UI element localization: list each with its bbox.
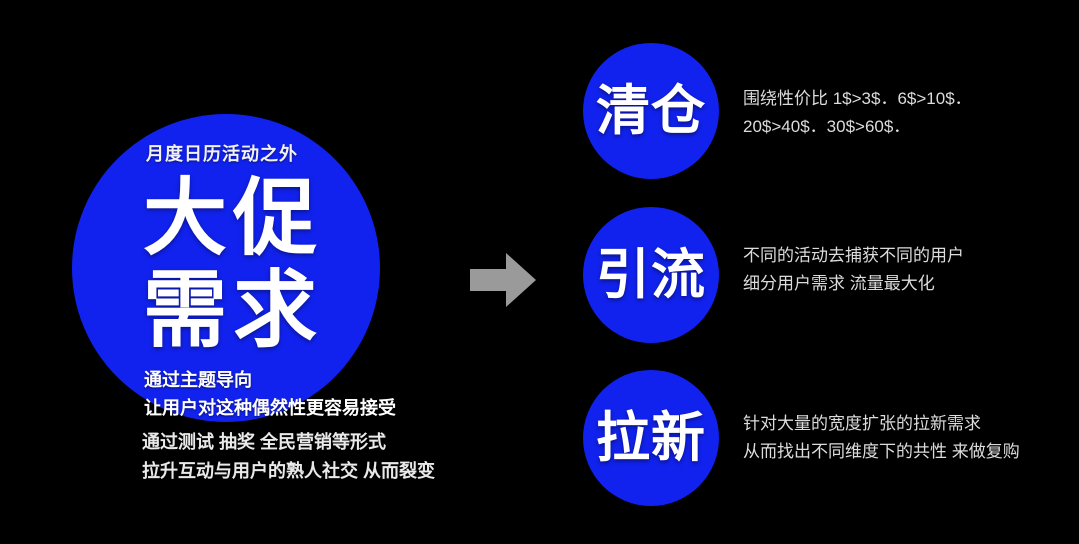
hero-footnote: 通过测试 抽奖 全民营销等形式 拉升互动与用户的熟人社交 从而裂变 xyxy=(142,428,435,486)
strategy-item-description-line-2: 从而找出不同维度下的共性 来做复购 xyxy=(743,442,1020,461)
strategy-item-label: 清仓 xyxy=(596,81,706,141)
strategy-item-circle: 清仓 xyxy=(583,43,719,179)
strategy-item-label: 拉新 xyxy=(596,408,706,468)
strategy-item-description-line-1: 围绕性价比 1$>3$．6$>10$． xyxy=(743,89,972,108)
strategy-item-description-line-2: 20$>40$．30$>60$． xyxy=(743,117,911,136)
hero-footnote-line-1: 通过测试 抽奖 全民营销等形式 xyxy=(142,432,387,452)
strategy-item-circle: 引流 xyxy=(583,207,719,343)
hero-footnote-line-2: 拉升互动与用户的熟人社交 从而裂变 xyxy=(142,461,435,481)
strategy-item-description-line-1: 不同的活动去捕获不同的用户 xyxy=(743,246,964,265)
strategy-item-description: 针对大量的宽度扩张的拉新需求 从而找出不同维度下的共性 来做复购 xyxy=(743,410,1020,466)
strategy-item-description: 围绕性价比 1$>3$．6$>10$． 20$>40$．30$>60$． xyxy=(743,85,972,141)
hero-circle xyxy=(72,114,380,422)
strategy-item-description: 不同的活动去捕获不同的用户 细分用户需求 流量最大化 xyxy=(743,242,964,298)
strategy-item-description-line-1: 针对大量的宽度扩张的拉新需求 xyxy=(743,414,981,433)
strategy-item-description-line-2: 细分用户需求 流量最大化 xyxy=(743,274,935,293)
strategy-item-label: 引流 xyxy=(596,245,706,305)
strategy-item-circle: 拉新 xyxy=(583,370,719,506)
arrow-right-icon xyxy=(470,253,536,307)
